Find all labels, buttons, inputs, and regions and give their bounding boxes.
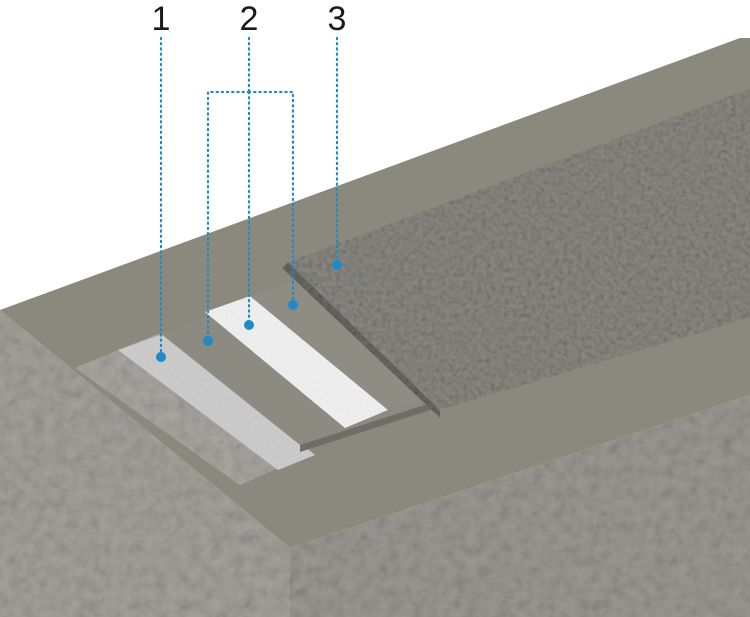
callout-label-1: 1	[152, 0, 171, 38]
layer-3-coating-edge	[282, 262, 440, 418]
leader-dot-3	[332, 260, 342, 270]
layer-3-textured-coating	[288, 88, 750, 410]
layer-2-base-sheet-edge	[300, 400, 440, 452]
leader-dot-2-right	[288, 300, 298, 310]
leader-line-2-right	[247, 90, 295, 307]
layer-2-top-sheet	[250, 280, 435, 410]
leader-dot-2-center	[244, 320, 254, 330]
callout-label-3: 3	[328, 0, 347, 38]
leader-dot-1	[156, 352, 166, 362]
callout-label-2: 2	[240, 0, 259, 38]
leader-dot-2-left	[203, 336, 213, 346]
layer-1-primer	[118, 332, 315, 470]
leader-line-2-left	[206, 90, 251, 342]
slab-front-face	[0, 310, 290, 617]
exposed-concrete	[75, 333, 300, 485]
slab-side-face	[290, 395, 750, 617]
